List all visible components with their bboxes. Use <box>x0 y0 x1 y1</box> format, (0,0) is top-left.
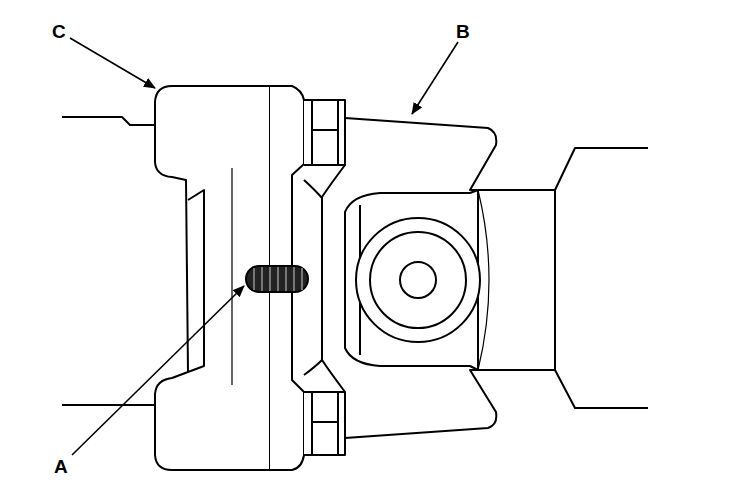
callout-letter: A <box>54 457 68 476</box>
callout-letter: B <box>456 22 470 41</box>
callout-letter: C <box>52 22 66 41</box>
